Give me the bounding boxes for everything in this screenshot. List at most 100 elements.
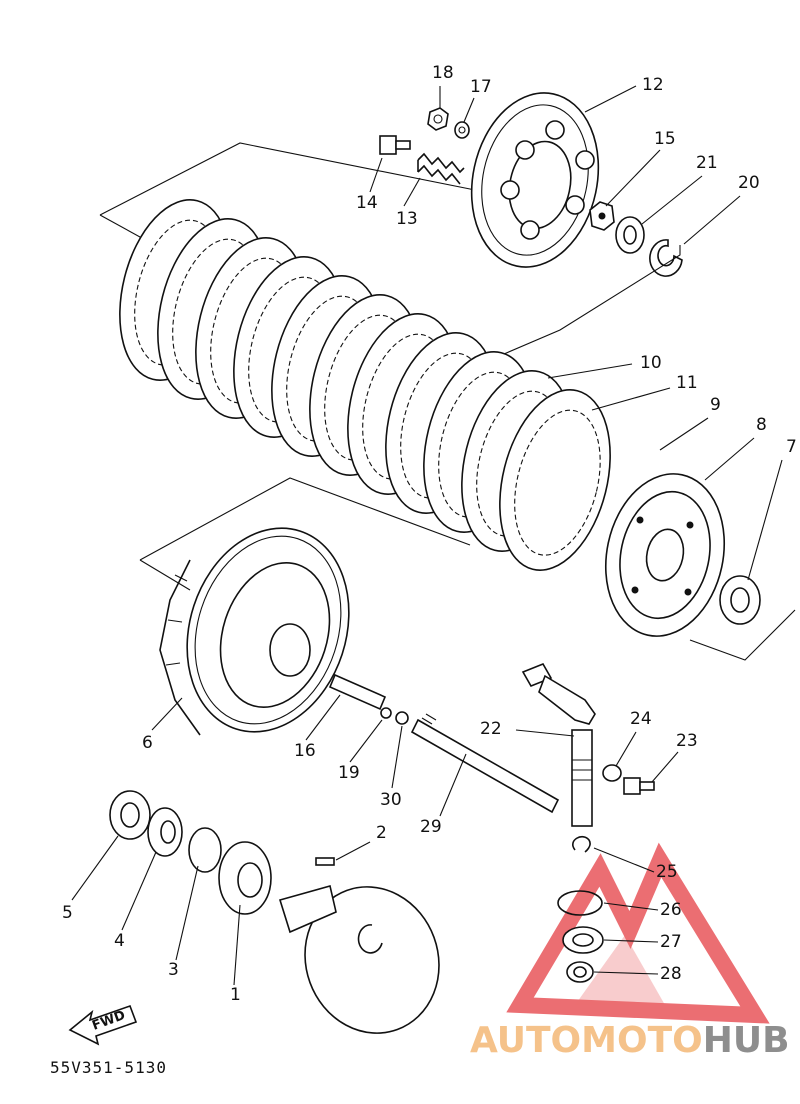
assembly-outline-lower-right bbox=[689, 609, 796, 661]
leader-line-8 bbox=[704, 437, 755, 481]
diagram-code: 55V351-5130 bbox=[50, 1058, 167, 1077]
ball-30 bbox=[395, 711, 409, 725]
leader-line-25 bbox=[593, 847, 655, 873]
part-number-label: 22 bbox=[480, 719, 502, 739]
bearing-21 bbox=[615, 216, 645, 254]
ball-19 bbox=[380, 707, 392, 719]
watermark-text-part1: AUTOMOTO bbox=[470, 1020, 703, 1061]
leader-line-28 bbox=[593, 971, 659, 975]
leader-line-6 bbox=[151, 697, 183, 731]
leader-line-24 bbox=[615, 731, 637, 767]
oil-seal-27 bbox=[562, 926, 604, 954]
part-number-label: 28 bbox=[660, 964, 682, 984]
bolt-23 bbox=[623, 777, 655, 795]
leader-line-2 bbox=[335, 841, 371, 861]
part-number-label: 21 bbox=[696, 153, 718, 173]
leader-line-21 bbox=[641, 175, 703, 225]
part-number-label: 29 bbox=[420, 817, 442, 837]
leader-line-23 bbox=[651, 751, 679, 783]
watermark-logo bbox=[506, 842, 770, 1024]
leader-line-27 bbox=[603, 939, 659, 943]
leader-lines bbox=[71, 85, 783, 986]
part-number-label: 24 bbox=[630, 709, 652, 729]
push-rod-29 bbox=[410, 713, 560, 814]
leader-line-20 bbox=[683, 195, 741, 245]
leader-line-12 bbox=[584, 85, 637, 113]
outline-edge bbox=[139, 559, 191, 591]
part-number-label: 17 bbox=[470, 77, 492, 97]
part-number-label: 4 bbox=[114, 931, 125, 951]
part-number-label: 16 bbox=[294, 741, 316, 761]
part-number-label: 3 bbox=[168, 960, 179, 980]
leader-line-30 bbox=[391, 725, 403, 789]
leader-line-19 bbox=[349, 719, 383, 763]
primary-drive-gear bbox=[218, 841, 272, 915]
leader-line-10 bbox=[547, 363, 633, 379]
lock-washer-7 bbox=[719, 575, 761, 625]
bolt-14 bbox=[379, 135, 411, 155]
leader-line-17 bbox=[463, 97, 475, 123]
part-number-label: 11 bbox=[676, 373, 698, 393]
part-number-label: 12 bbox=[642, 75, 664, 95]
part-number-label: 15 bbox=[654, 129, 676, 149]
part-number-label: 18 bbox=[432, 63, 454, 83]
leader-line-29 bbox=[439, 753, 467, 817]
circlip-3 bbox=[188, 827, 222, 873]
part-number-label: 20 bbox=[738, 173, 760, 193]
nut-15 bbox=[589, 201, 615, 231]
forward-direction-arrow: FWD bbox=[68, 1004, 138, 1046]
pressure-plate bbox=[470, 92, 600, 268]
part-number-label: 5 bbox=[62, 903, 73, 923]
woodruff-key-2 bbox=[315, 857, 335, 866]
circlip-20 bbox=[649, 239, 683, 277]
part-number-label: 7 bbox=[786, 437, 797, 457]
leader-line-1 bbox=[233, 904, 241, 986]
part-number-label: 13 bbox=[396, 209, 418, 229]
washer-4 bbox=[147, 807, 183, 857]
plate-teeth bbox=[514, 409, 601, 556]
part-number-label: 10 bbox=[640, 353, 662, 373]
push-lever-shaft-22 bbox=[521, 662, 596, 827]
part-number-label: 30 bbox=[380, 790, 402, 810]
leader-line-22 bbox=[515, 729, 575, 737]
clutch-spring bbox=[417, 152, 465, 185]
leader-line-9 bbox=[659, 417, 709, 451]
leader-line-11 bbox=[591, 387, 671, 411]
clutch-plate-stack bbox=[119, 199, 611, 571]
leader-line-5 bbox=[71, 835, 119, 901]
clutch-boss bbox=[604, 473, 726, 637]
collar-28 bbox=[566, 961, 594, 983]
leader-line-4 bbox=[121, 851, 157, 931]
washer-24 bbox=[602, 764, 622, 782]
leader-line-13 bbox=[403, 177, 421, 207]
assembly-outline-upper bbox=[99, 142, 476, 216]
part-number-label: 27 bbox=[660, 932, 682, 952]
assembly-outline-upper-right bbox=[489, 245, 681, 361]
bearing-5 bbox=[109, 790, 151, 840]
washer-17 bbox=[454, 121, 470, 139]
assembly-outline-lower bbox=[139, 477, 471, 561]
part-number-label: 26 bbox=[660, 900, 682, 920]
part-number-label: 19 bbox=[338, 763, 360, 783]
watermark-text: AUTOMOTOHUB bbox=[470, 1020, 790, 1061]
leader-line-15 bbox=[605, 149, 661, 207]
crankshaft-web bbox=[278, 885, 440, 1034]
clutch-housing bbox=[159, 527, 350, 736]
part-number-label: 14 bbox=[356, 193, 378, 213]
part-number-label: 8 bbox=[756, 415, 767, 435]
part-number-label: 6 bbox=[142, 733, 153, 753]
spring-25 bbox=[572, 835, 591, 853]
part-labels: 1234567891011121314151617181920212223242… bbox=[62, 63, 797, 1005]
leader-line-7 bbox=[747, 459, 783, 581]
part-number-label: 25 bbox=[656, 862, 678, 882]
nut-18 bbox=[427, 107, 449, 131]
part-number-label: 9 bbox=[710, 395, 721, 415]
watermark-text-part2: HUB bbox=[703, 1020, 790, 1061]
leader-line-3 bbox=[175, 865, 199, 961]
part-number-label: 23 bbox=[676, 731, 698, 751]
leader-line-26 bbox=[603, 902, 659, 911]
leader-line-14 bbox=[369, 157, 383, 193]
push-rod-16 bbox=[328, 673, 387, 711]
part-number-label: 2 bbox=[376, 823, 387, 843]
